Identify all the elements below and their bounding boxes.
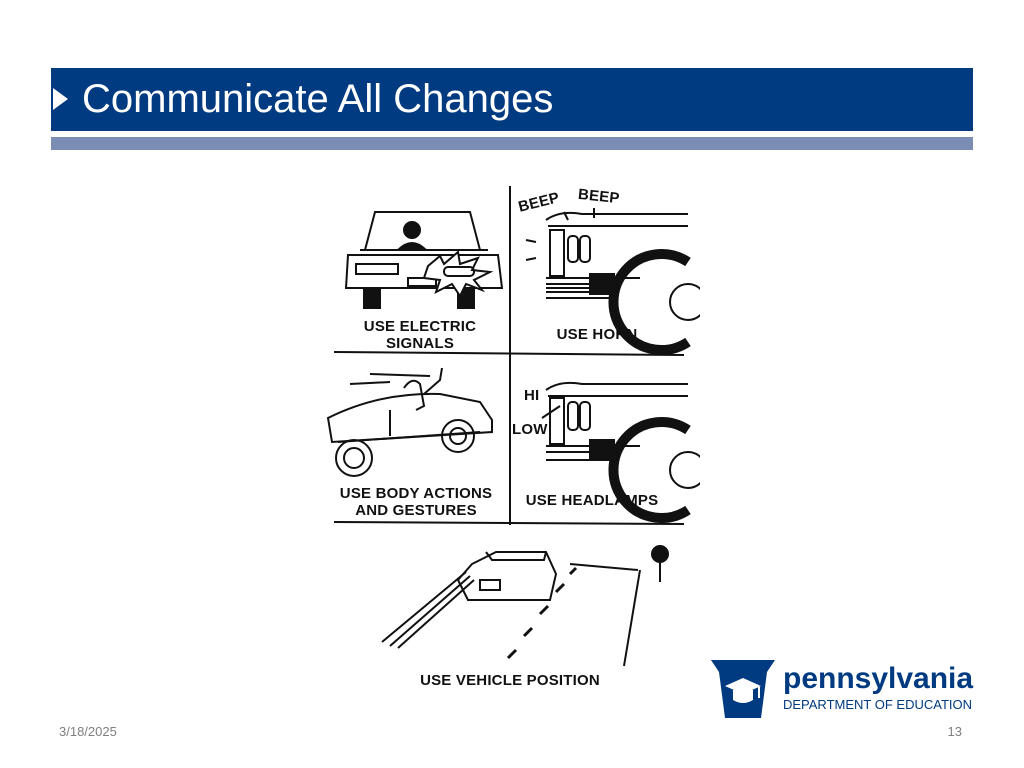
bullet-arrow-icon	[53, 88, 68, 110]
keystone-icon	[711, 660, 775, 718]
slide-date: 3/18/2025	[59, 724, 117, 739]
label-vehicle-position: USE VEHICLE POSITION	[400, 672, 620, 689]
logo-wordmark: pennsylvania	[783, 662, 974, 695]
label-line: AND GESTURES	[355, 502, 477, 519]
label-line: USE VEHICLE POSITION	[420, 672, 600, 689]
divider-horizontal-1	[333, 351, 685, 356]
driver-gesture-drawing	[326, 367, 493, 477]
communication-methods-illustration: USE ELECTRIC SIGNALS USE HORN USE BODY A…	[320, 180, 700, 690]
label-horn: USE HORN	[542, 326, 652, 343]
label-line: SIGNALS	[385, 335, 455, 352]
accent-bar	[51, 137, 973, 150]
car-rear-signal-drawing	[344, 211, 504, 309]
slide-title: Communicate All Changes	[82, 77, 554, 121]
slide-number: 13	[947, 724, 962, 739]
vehicle-position-drawing	[381, 545, 669, 667]
label-line: USE BODY ACTIONS	[339, 485, 493, 502]
divider-horizontal-2	[333, 521, 685, 525]
horn-drawing	[525, 208, 700, 355]
hi-beam-label: HI	[524, 387, 540, 404]
label-headlamps: USE HEADLAMPS	[516, 492, 668, 509]
label-line: USE ELECTRIC	[363, 318, 477, 335]
low-beam-label: LOW	[512, 421, 548, 438]
illustration-drawing	[326, 186, 700, 667]
title-bar: Communicate All Changes	[51, 68, 973, 131]
headlamps-drawing	[541, 381, 700, 523]
label-body-actions: USE BODY ACTIONS AND GESTURES	[326, 485, 506, 519]
label-line: USE HEADLAMPS	[525, 492, 659, 509]
label-line: USE HORN	[556, 326, 638, 343]
logo-subtitle: DEPARTMENT OF EDUCATION	[783, 697, 972, 712]
pennsylvania-education-logo: pennsylvania DEPARTMENT OF EDUCATION	[711, 658, 976, 722]
label-electric-signals: USE ELECTRIC SIGNALS	[350, 318, 490, 352]
